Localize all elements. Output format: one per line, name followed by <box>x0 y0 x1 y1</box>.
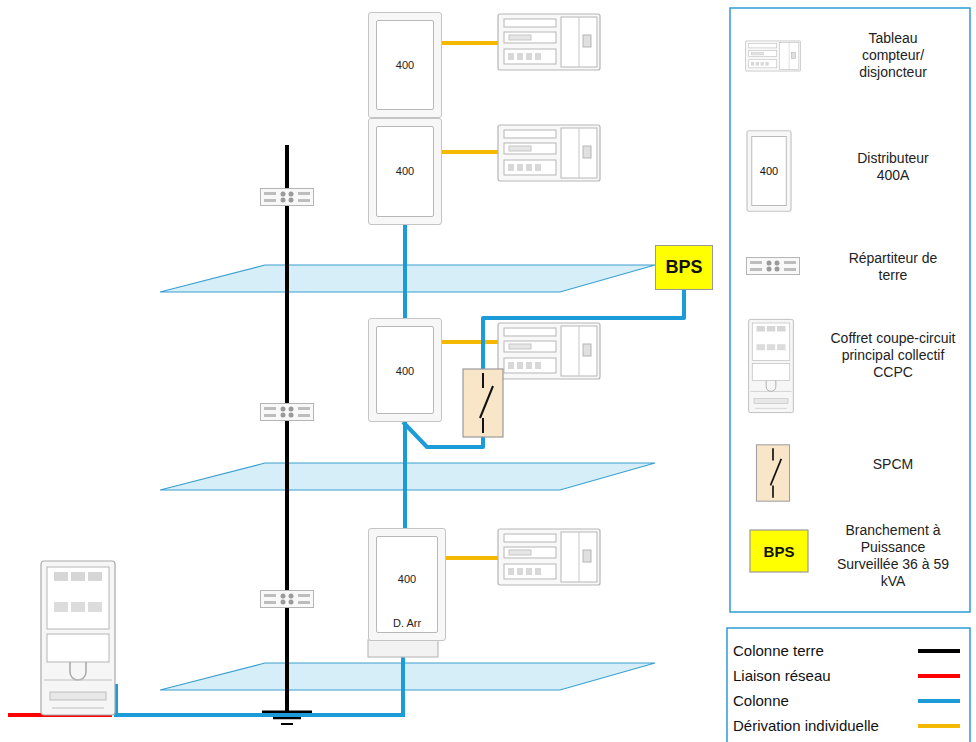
earth-distributor <box>261 591 314 608</box>
legend-text: SPCM <box>843 456 943 473</box>
meter-board <box>498 323 600 379</box>
distributor-box: 400 D. Arr <box>368 528 446 641</box>
legend-text: Branchement à Puissance Surveillée 36 à … <box>829 522 957 590</box>
earth-distributor <box>261 189 314 206</box>
legend-text: Distributeur 400A <box>843 150 943 184</box>
floor-slab <box>160 663 655 690</box>
distributor-panel: 400 D. Arr <box>376 536 438 633</box>
bps-label: BPS <box>764 543 795 560</box>
rating-text: 400 <box>377 59 433 71</box>
ground-symbol <box>273 717 301 720</box>
meter-board <box>498 125 600 181</box>
distributor-panel: 400 <box>376 326 434 414</box>
column-wire <box>403 225 407 318</box>
legend-text: Colonne terre <box>733 642 824 660</box>
rating-text: D. Arr <box>377 617 437 629</box>
legend-line-sample <box>918 674 960 678</box>
column-wire <box>403 422 407 528</box>
individual-derivation <box>438 556 498 560</box>
legend-text: Tableau compteur/ disjoncteur <box>841 30 946 81</box>
legend-frame <box>730 8 970 612</box>
ground-symbol <box>281 723 293 725</box>
floor-slab <box>160 265 655 292</box>
ccpc-box <box>41 561 115 715</box>
legend-text: Liaison réseau <box>733 667 831 685</box>
distributor-box: 400 <box>368 12 442 118</box>
legend-switch <box>756 445 789 501</box>
column-wire <box>116 656 403 715</box>
distributor-panel: 400 <box>376 20 434 110</box>
legend-line-sample <box>918 649 960 653</box>
individual-derivation <box>438 41 498 45</box>
spcm-switch <box>463 369 503 437</box>
floor-slab <box>160 463 655 490</box>
legend-line-sample <box>918 724 960 728</box>
earth-distributor <box>261 404 314 421</box>
column-wire <box>403 290 684 447</box>
legend-text: Coffret coupe-circuit principal collecti… <box>826 330 961 381</box>
legend-text: Colonne <box>733 692 789 710</box>
legend-earth-distributor <box>747 258 800 275</box>
distributor-box: 400 <box>368 118 442 225</box>
rating-text: 400 <box>377 573 437 585</box>
earth-column <box>285 145 289 712</box>
meter-board <box>498 14 600 70</box>
legend-text: Dérivation individuelle <box>733 717 879 735</box>
legend-text: Répartiteur de terre <box>843 250 943 284</box>
legend-meter-board <box>746 41 801 71</box>
legend-line-sample <box>918 699 960 703</box>
rating-text: 400 <box>377 165 433 177</box>
legend-ccpc <box>749 319 794 412</box>
node-text: BPS <box>665 257 702 278</box>
distributor-rating: 400 <box>760 165 778 177</box>
rating-text: 400 <box>377 365 433 377</box>
distributor-base <box>368 640 438 657</box>
bps-box: BPS <box>655 245 713 290</box>
meter-board <box>498 529 600 585</box>
individual-derivation <box>438 340 498 344</box>
individual-derivation <box>438 150 498 154</box>
distributor-box: 400 <box>368 318 442 422</box>
legend-distributor <box>747 131 791 212</box>
legend-frame <box>727 628 970 742</box>
distributor-panel: 400 <box>376 126 434 217</box>
legend-bps-box <box>750 530 808 572</box>
